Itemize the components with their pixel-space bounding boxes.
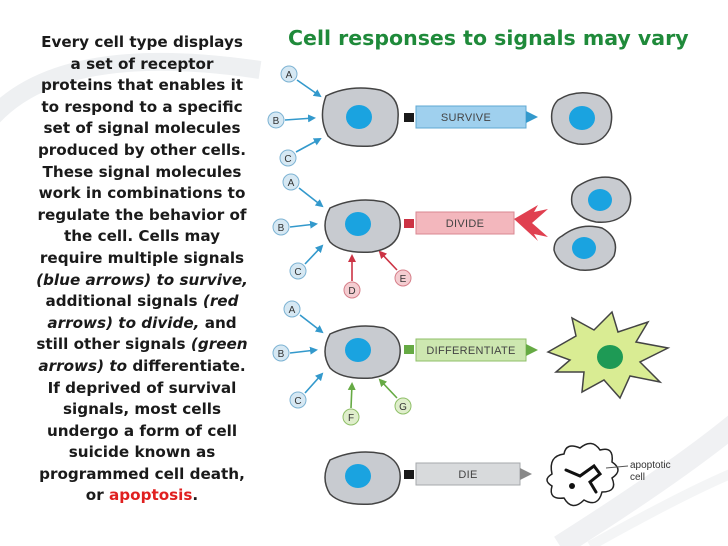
row-divide: A B C D E DIVIDE — [272, 173, 632, 299]
description-text: Every cell type displays a set of recept… — [34, 32, 250, 507]
apoptotic-label-line1: apoptotic — [630, 460, 671, 471]
description-green-arrows: (green arrows) to — [38, 335, 248, 375]
divide-box — [415, 211, 515, 235]
survive-label: SURVIVE — [441, 112, 491, 124]
signal-d-label: D — [348, 286, 355, 297]
signal-c-circle — [289, 262, 307, 280]
signal-b-circle — [272, 344, 290, 362]
die-label: DIE — [458, 469, 477, 481]
signal-b-label: B — [278, 349, 285, 360]
signal-c-circle — [289, 391, 307, 409]
row-survive: A B C SURVIVE — [267, 65, 613, 167]
signal-a-circle — [283, 300, 301, 318]
description-red-arrows: (red arrows) to divide, — [47, 292, 239, 332]
description-part-7: differentiate. If deprived of survival s… — [39, 356, 246, 505]
description-part-1: Every cell type displays a set of recept… — [37, 33, 247, 267]
arrow-tail — [404, 113, 414, 122]
signal-e-arrow — [378, 250, 398, 271]
signal-b-arrow — [284, 114, 316, 123]
nucleus — [345, 464, 371, 488]
nuclear-fragment — [569, 483, 575, 489]
survive-arrowhead — [526, 111, 538, 123]
signal-e-label: E — [400, 274, 407, 285]
signal-b-label: B — [278, 223, 285, 234]
signal-c-circle — [279, 149, 297, 167]
signal-a-circle — [282, 173, 300, 191]
signal-f-circle — [342, 408, 360, 426]
description-period: . — [192, 486, 199, 505]
description-part-5: and still other signals — [36, 313, 237, 354]
description-part-3: additional signals — [45, 292, 198, 311]
die-arrowhead — [520, 468, 532, 480]
row-die: DIE apoptotic cell — [324, 442, 671, 507]
signal-f-label: F — [348, 413, 354, 424]
signal-a-label: A — [289, 305, 296, 316]
signal-b-circle — [272, 218, 290, 236]
signal-b-circle — [267, 111, 285, 129]
signal-c-arrow — [304, 244, 324, 265]
differentiated-nucleus — [597, 345, 623, 369]
signal-b-label: B — [273, 116, 280, 127]
signal-a-arrow — [296, 79, 322, 98]
signal-b-arrow — [289, 220, 318, 229]
signal-b-arrow — [289, 346, 318, 355]
signal-e-circle — [394, 269, 412, 287]
signal-a-label: A — [288, 178, 295, 189]
divide-split-arrow — [514, 205, 548, 241]
signal-c-label: C — [294, 396, 301, 407]
slide-title: Cell responses to signals may vary — [288, 26, 689, 50]
signal-a-arrow — [299, 314, 324, 334]
apoptotic-pointer — [605, 465, 629, 469]
arrow-tail — [404, 470, 414, 479]
arrow-tail — [404, 219, 414, 228]
signal-a-circle — [280, 65, 298, 83]
nucleus — [572, 237, 596, 259]
fragmented-nucleus — [564, 463, 603, 494]
signal-c-arrow — [304, 372, 324, 394]
arrow-tail — [404, 345, 414, 354]
signal-a-label: A — [286, 70, 293, 81]
nucleus — [345, 212, 371, 236]
signal-d-circle — [343, 281, 361, 299]
differentiate-arrowhead — [526, 344, 538, 356]
row-differentiate: A B C F G DIFFERENTIATE — [272, 300, 671, 426]
signal-g-circle — [394, 397, 412, 415]
apoptosis-term: apoptosis — [109, 486, 193, 505]
signal-g-label: G — [399, 402, 407, 413]
apoptotic-label-line2: cell — [630, 472, 645, 483]
signal-a-arrow — [298, 187, 324, 208]
description-blue-arrows: (blue arrows) to survive, — [36, 270, 248, 289]
differentiate-label: DIFFERENTIATE — [426, 345, 515, 357]
nucleus — [569, 106, 595, 130]
nucleus — [588, 189, 612, 211]
nucleus — [345, 338, 371, 362]
signal-c-label: C — [284, 154, 291, 165]
divide-label: DIVIDE — [446, 218, 484, 230]
signal-c-label: C — [294, 267, 301, 278]
signal-c-arrow — [295, 138, 322, 153]
signal-g-arrow — [378, 378, 398, 399]
signal-f-arrow — [347, 382, 356, 409]
nucleus — [346, 105, 372, 129]
